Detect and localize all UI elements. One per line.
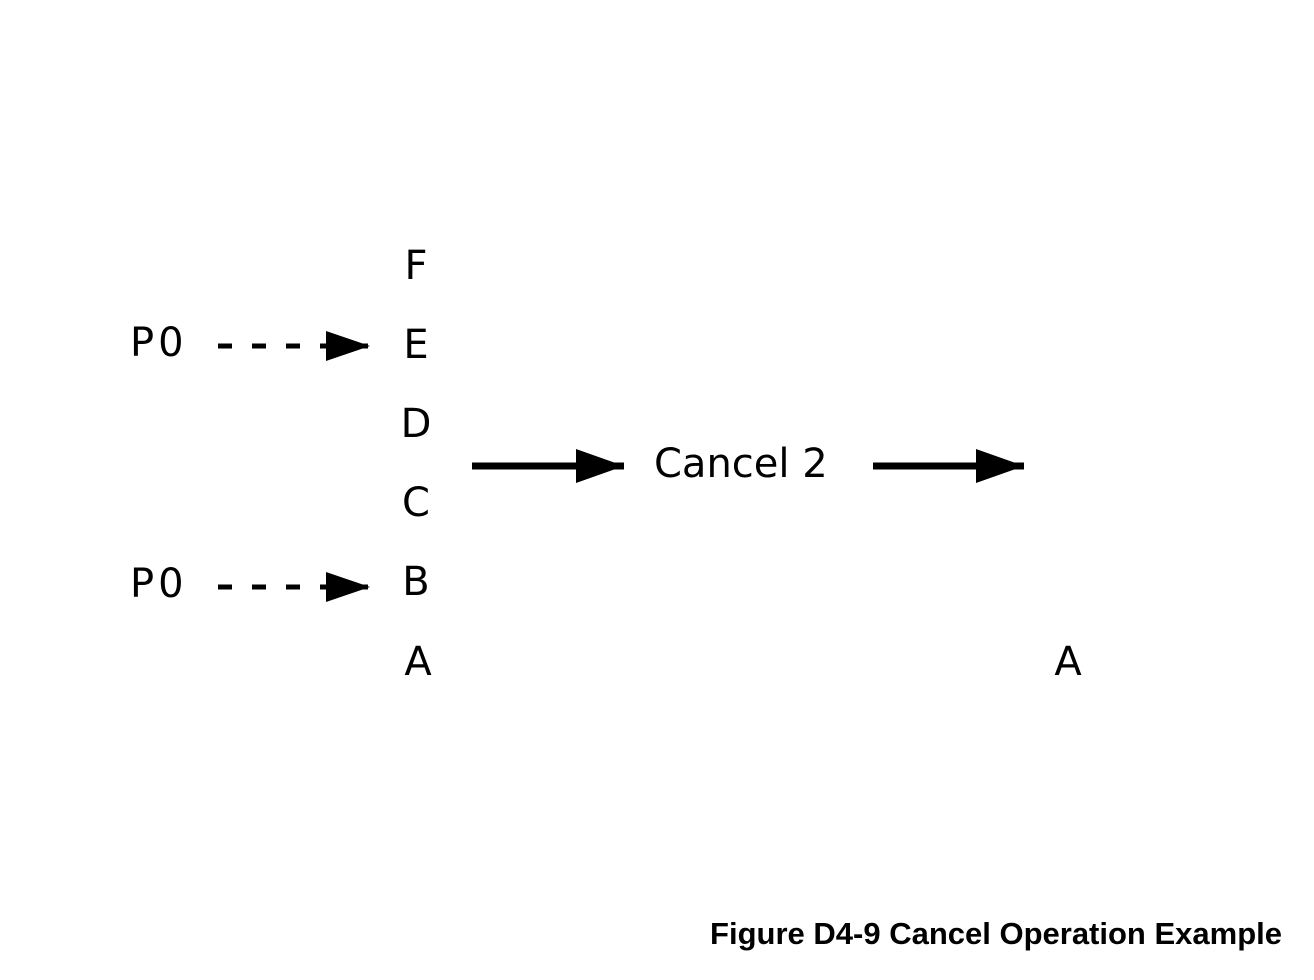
stack-item-a: A <box>404 639 432 685</box>
pointer-label-b: P0 <box>130 561 188 607</box>
stack-item-f: F <box>404 243 427 289</box>
figure-caption: Figure D4-9 Cancel Operation Example <box>710 916 1282 951</box>
stack-item-b: B <box>402 559 429 605</box>
stack-item-d: D <box>401 401 432 447</box>
stack-item-e: E <box>403 322 428 368</box>
operation-label: Cancel 2 <box>654 441 828 487</box>
result-stack-item-a: A <box>1054 639 1082 685</box>
stack-item-c: C <box>402 480 430 526</box>
pointer-label-e: P0 <box>130 320 188 366</box>
